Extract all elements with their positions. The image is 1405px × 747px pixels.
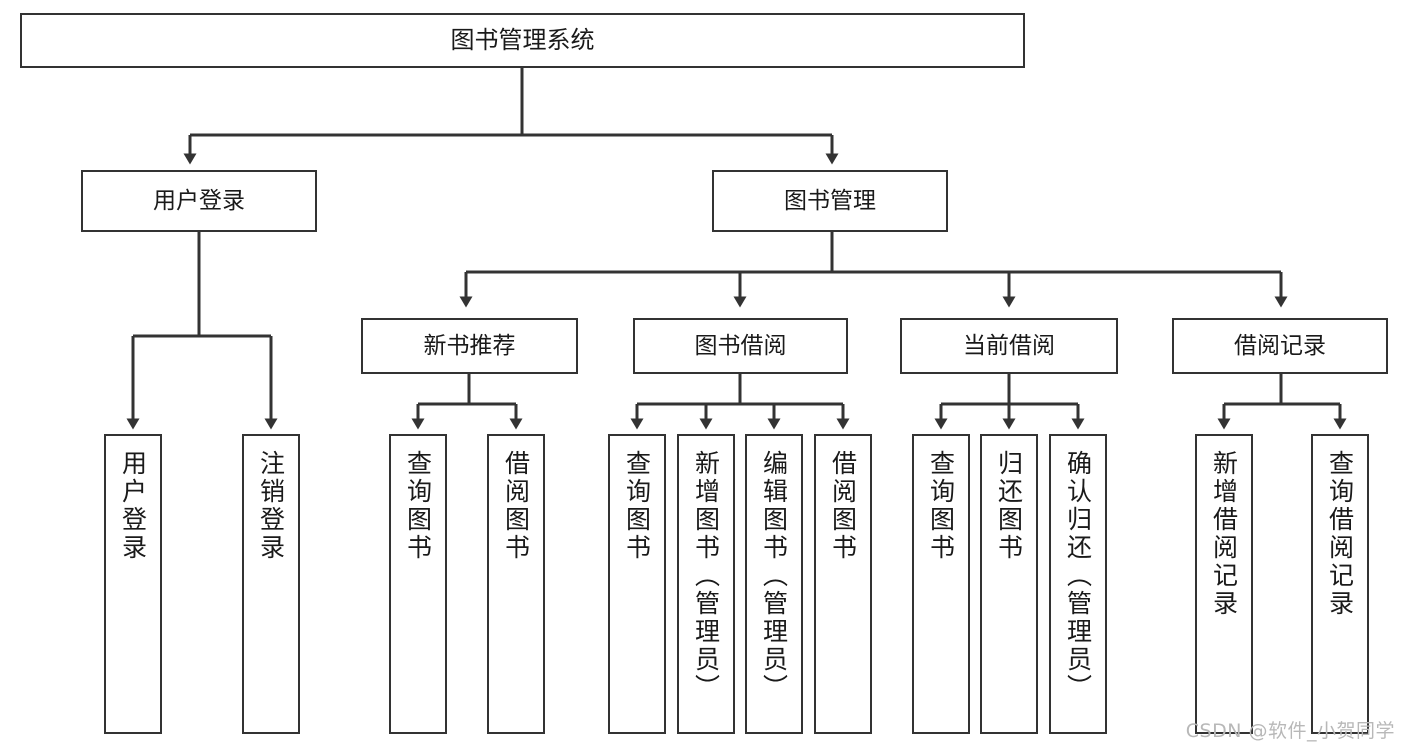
node-book-borrow[interactable]: 图书借阅 xyxy=(633,318,848,374)
node-label: 图书管理系统 xyxy=(450,25,595,54)
node-label: 查询借阅记录 xyxy=(1325,450,1355,618)
node-leaf-query-record[interactable]: 查询借阅记录 xyxy=(1311,434,1369,734)
node-label: 用户登录 xyxy=(153,187,245,214)
node-label: 注销登录 xyxy=(256,450,286,562)
node-leaf-query-book-1[interactable]: 查询图书 xyxy=(389,434,447,734)
node-label: 查询图书 xyxy=(622,450,652,562)
node-new-book-recommend[interactable]: 新书推荐 xyxy=(361,318,578,374)
node-label: 借阅图书 xyxy=(828,450,858,562)
node-label: 查询图书 xyxy=(403,450,433,562)
node-label: 新增图书（管理员） xyxy=(691,450,721,702)
node-leaf-edit-book[interactable]: 编辑图书（管理员） xyxy=(745,434,803,734)
node-borrow-record[interactable]: 借阅记录 xyxy=(1172,318,1388,374)
node-leaf-query-book-2[interactable]: 查询图书 xyxy=(608,434,666,734)
node-leaf-user-login[interactable]: 用户登录 xyxy=(104,434,162,734)
node-leaf-add-record[interactable]: 新增借阅记录 xyxy=(1195,434,1253,734)
node-label: 查询图书 xyxy=(926,450,956,562)
node-label: 图书借阅 xyxy=(694,332,787,359)
node-current-borrow[interactable]: 当前借阅 xyxy=(900,318,1118,374)
node-leaf-logout-login[interactable]: 注销登录 xyxy=(242,434,300,734)
node-leaf-return-book[interactable]: 归还图书 xyxy=(980,434,1038,734)
node-label: 借阅图书 xyxy=(501,450,531,562)
node-leaf-query-book-3[interactable]: 查询图书 xyxy=(912,434,970,734)
node-user-login[interactable]: 用户登录 xyxy=(81,170,317,232)
node-label: 确认归还（管理员） xyxy=(1063,450,1093,702)
node-leaf-confirm-return[interactable]: 确认归还（管理员） xyxy=(1049,434,1107,734)
node-root-book-management-system[interactable]: 图书管理系统 xyxy=(20,13,1025,68)
node-label: 编辑图书（管理员） xyxy=(759,450,789,702)
node-label: 新增借阅记录 xyxy=(1209,450,1239,618)
node-leaf-borrow-book-2[interactable]: 借阅图书 xyxy=(814,434,872,734)
node-leaf-add-book[interactable]: 新增图书（管理员） xyxy=(677,434,735,734)
node-label: 归还图书 xyxy=(994,450,1024,562)
node-label: 新书推荐 xyxy=(423,332,516,359)
watermark-text: CSDN @软件_小贺同学 xyxy=(1185,720,1395,742)
node-label: 借阅记录 xyxy=(1234,332,1326,359)
node-label: 图书管理 xyxy=(784,187,876,214)
node-book-management[interactable]: 图书管理 xyxy=(712,170,948,232)
node-leaf-borrow-book-1[interactable]: 借阅图书 xyxy=(487,434,545,734)
node-label: 用户登录 xyxy=(118,450,148,562)
node-label: 当前借阅 xyxy=(963,332,1055,359)
